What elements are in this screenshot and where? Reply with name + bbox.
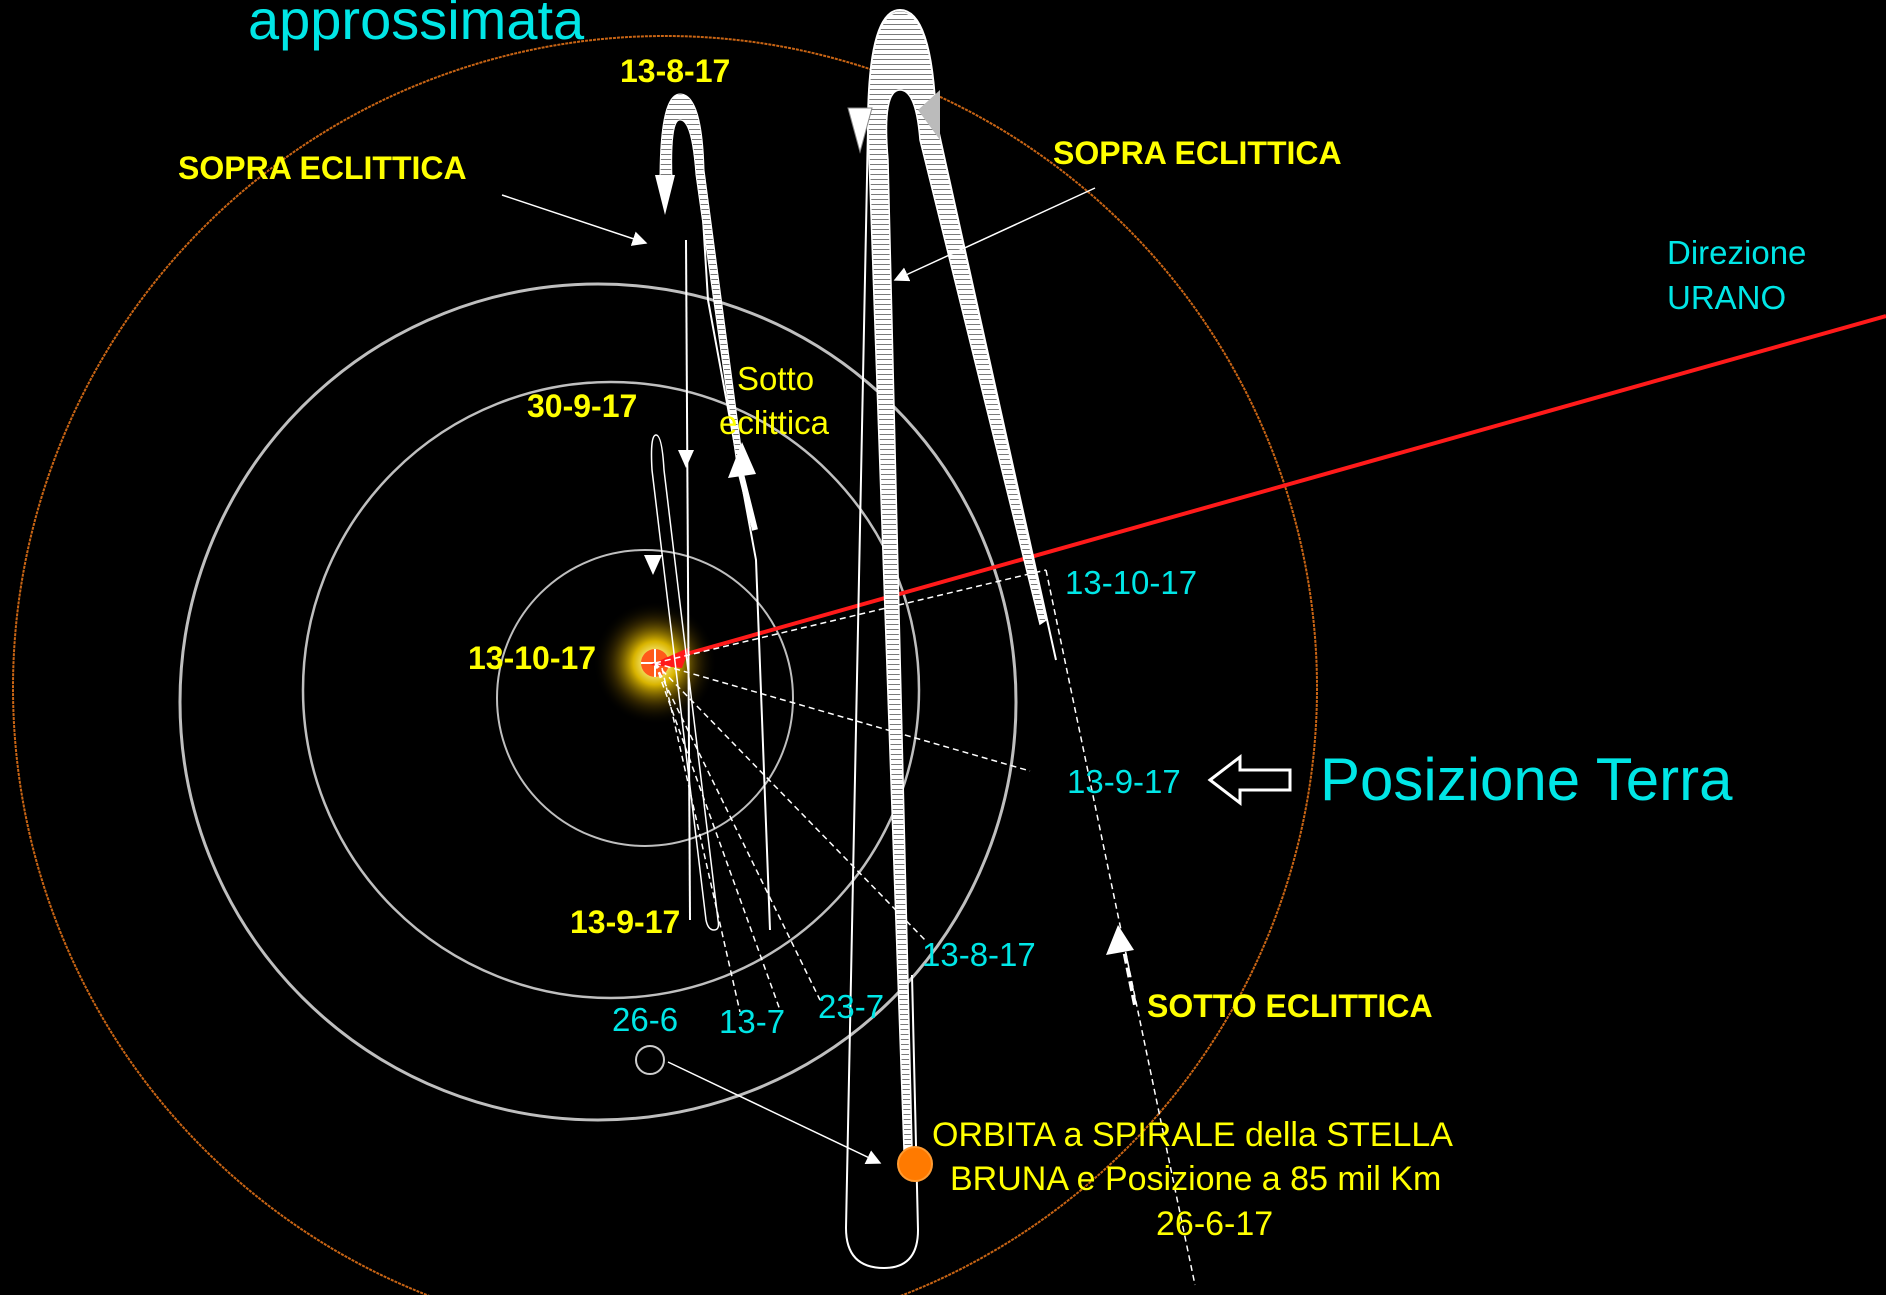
earth-date-13-7: 13-7 [719,1003,786,1040]
earth-date-26-6: 26-6 [612,1001,679,1038]
orbita-label-line1: ORBITA a SPIRALE della STELLA [932,1116,1453,1154]
eclittica-label: eclittica [719,404,830,441]
date-label-13-9-17-yellow: 13-9-17 [570,904,681,940]
earth-marker-26-6 [635,1045,665,1075]
venus-orbit [301,380,921,1000]
brown-dwarf-marker [897,1146,933,1182]
middle-spiral-loop [666,96,771,931]
title-partial: approssimata [248,0,585,51]
earth-date-13-9-17: 13-9-17 [1067,763,1181,800]
sopra-eclittica-left-label: SOPRA ECLITTICA [178,150,467,186]
posizione-terra-label: Posizione Terra [1320,746,1733,813]
sotto-label: Sotto [737,360,815,397]
earth-date-23-7: 23-7 [818,988,885,1025]
orbita-label-line2: BRUNA e Posizione a 85 mil Km [950,1160,1442,1198]
middle-spiral-band [659,93,745,473]
uranus-direction-line [664,314,1886,662]
posizione-terra-arrow-icon [1207,753,1292,807]
mars-orbit [178,282,1018,1122]
urano-label: URANO [1667,279,1787,316]
direzione-label: Direzione [1667,234,1807,271]
date-label-30-9-17: 30-9-17 [527,388,638,424]
mercury-orbit [496,549,794,847]
earth-date-13-8-17: 13-8-17 [922,936,1036,973]
date-label-13-8-17-top: 13-8-17 [620,53,731,89]
outer-spiral-band [867,11,1047,1151]
earth-orbit [12,35,1318,1295]
sotto-eclittica-caps-label: SOTTO ECLITTICA [1147,988,1433,1024]
date-label-13-10-17-sun: 13-10-17 [468,640,597,676]
sopra-eclittica-right-label: SOPRA ECLITTICA [1053,135,1342,171]
orbita-label-line3: 26-6-17 [1156,1205,1274,1243]
earth-date-13-10-17: 13-10-17 [1065,564,1198,601]
inner-spiral-loop [650,434,720,931]
uranus-arrowhead [650,647,690,668]
